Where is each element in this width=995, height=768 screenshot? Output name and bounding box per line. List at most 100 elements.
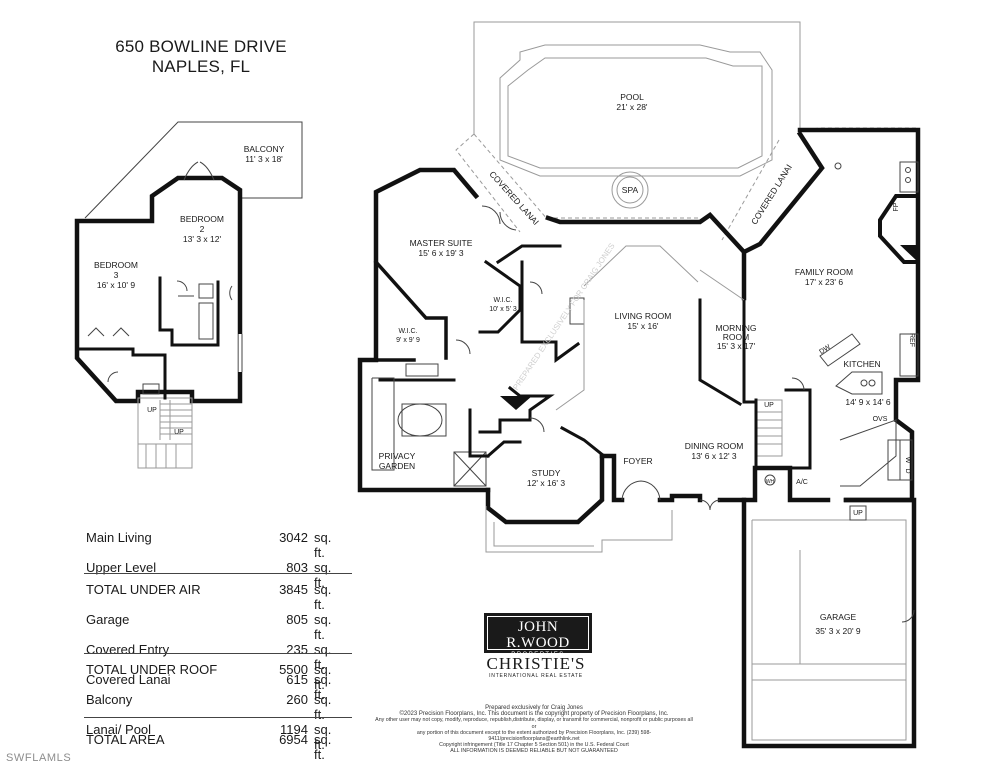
area-label: Garage xyxy=(86,612,130,627)
wic-master-dims: 9' x 9' 9 xyxy=(396,337,420,344)
refrigerator-label: REF xyxy=(908,333,915,347)
master-suite-dims: 15' 6 x 19' 3 xyxy=(418,248,464,258)
privacy-garden-label-2: GARDEN xyxy=(379,461,415,471)
dining-room-label: DINING ROOM xyxy=(685,441,744,451)
area-label: Covered Lanai xyxy=(86,672,171,687)
area-unit: sq. ft. xyxy=(314,662,332,692)
area-value: 6954 xyxy=(279,732,308,747)
area-group-4: TOTAL AREA 6954 sq. ft. xyxy=(86,732,344,762)
area-label: TOTAL UNDER AIR xyxy=(86,582,201,597)
dining-room-dims: 13' 6 x 12' 3 xyxy=(691,451,737,461)
area-row: TOTAL UNDER ROOF 5500 sq. ft. xyxy=(86,662,344,692)
main-stair-up: UP xyxy=(764,402,774,409)
area-value: 803 xyxy=(286,560,308,575)
study-label: STUDY xyxy=(532,468,561,478)
logo-sub-text: PROPERTIES xyxy=(511,652,565,658)
plan-watermark: PREPARED EXCLUSIVELY FOR CRAIG JONES xyxy=(511,241,616,391)
address-line-2: NAPLES, FL xyxy=(151,57,251,76)
upper-stair-up-2: UP xyxy=(174,429,184,436)
bedroom3-dims: 16' x 10' 9 xyxy=(97,280,135,290)
morning-room-label: MORNING xyxy=(715,323,756,333)
family-room-label: FAMILY ROOM xyxy=(795,267,853,277)
living-room-label: LIVING ROOM xyxy=(615,311,672,321)
area-label: TOTAL UNDER ROOF xyxy=(86,662,218,677)
ac-label: A/C xyxy=(796,479,808,486)
area-value: 805 xyxy=(286,612,308,627)
foyer-label: FOYER xyxy=(623,456,652,466)
privacy-garden-label: PRIVACY xyxy=(379,451,416,461)
logo-main-text: JOHN R.WOOD xyxy=(506,619,570,651)
study-dims: 12' x 16' 3 xyxy=(527,478,565,488)
wic-center-label: W.I.C. xyxy=(493,297,512,304)
dishwasher-label: DW xyxy=(818,343,832,356)
credit-line: Any other user may not copy, modify, rep… xyxy=(375,717,693,730)
water-heater-label: WH xyxy=(766,479,775,485)
bedroom3-label: BEDROOM xyxy=(94,260,138,270)
area-row: Garage 805 sq. ft. xyxy=(86,612,344,642)
pool-dims: 21' x 28' xyxy=(616,102,648,112)
area-unit: sq. ft. xyxy=(314,530,332,560)
area-row: TOTAL AREA 6954 sq. ft. xyxy=(86,732,344,762)
balcony-dims: 11' 3 x 18' xyxy=(245,154,283,164)
wic-center-dims: 10' x 5' 3 xyxy=(489,306,517,313)
upper-level-plan xyxy=(74,121,303,469)
area-value: 3845 xyxy=(279,582,308,597)
area-row: Main Living 3042 sq. ft. xyxy=(86,530,344,560)
main-level-plan: PREPARED EXCLUSIVELY FOR CRAIG JONES xyxy=(357,21,921,749)
garage-dims: 35' 3 x 20' 9 xyxy=(815,626,861,636)
credit-line: any portion of this document except to t… xyxy=(416,729,652,743)
area-unit: sq. ft. xyxy=(314,582,332,612)
area-unit: sq. ft. xyxy=(314,732,332,762)
area-group-1: Main Living 3042 sq. ft. Upper Level 803 sq.… xyxy=(86,530,344,590)
area-label: Upper Level xyxy=(86,560,157,575)
bedroom2-number: 2 xyxy=(200,224,205,234)
area-label: TOTAL AREA xyxy=(86,732,165,747)
kitchen-label: KITCHEN xyxy=(843,359,880,369)
kitchen-dims: 14' 9 x 14' 6 xyxy=(845,397,891,407)
area-row: Lanai/ Pool 1194 sq. ft. xyxy=(86,722,344,752)
covered-lanai-left-label: COVERED LANAI xyxy=(487,169,541,227)
pool-label: POOL xyxy=(620,92,644,102)
credit-line: Prepared exclusively for Craig Jones xyxy=(485,705,583,711)
garage-stair-up: UP xyxy=(853,510,863,517)
garage-label: GARAGE xyxy=(820,612,857,622)
morning-room-dims: 15' 3 x 17' xyxy=(717,341,756,351)
credit-line: Copyright infringement (Title 17 Chapter… xyxy=(439,742,629,749)
master-suite-label: MASTER SUITE xyxy=(410,238,473,248)
covered-lanai-right-label: COVERED LANAI xyxy=(749,163,794,227)
ovens-label: OVS xyxy=(873,416,888,423)
wic-master-label: W.I.C. xyxy=(398,328,417,335)
area-label: Lanai/ Pool xyxy=(86,722,152,737)
christies-logo: CHRISTIE'S xyxy=(486,654,586,673)
dryer-label: D xyxy=(904,468,911,473)
area-row: TOTAL UNDER AIR 3845 sq. ft. xyxy=(86,582,344,612)
table-divider xyxy=(84,717,352,718)
fireplace-label: FP xyxy=(893,202,900,211)
christies-subtitle: INTERNATIONAL REAL ESTATE xyxy=(489,673,583,679)
area-label: Main Living xyxy=(86,530,152,545)
area-value: 5500 xyxy=(279,662,308,677)
john-r-wood-logo: JOHN R.WOOD PROPERTIES xyxy=(484,613,592,658)
area-unit: sq. ft. xyxy=(314,560,332,590)
area-value: 1194 xyxy=(280,722,308,737)
area-value: 3042 xyxy=(279,530,308,545)
credit-line: ALL INFORMATION IS DEEMED RELIABLE BUT N… xyxy=(450,748,618,755)
bedroom3-number: 3 xyxy=(114,270,119,280)
table-divider xyxy=(84,653,352,654)
area-unit: sq. ft. xyxy=(314,692,332,722)
copyright-notice: Prepared exclusively for Craig Jones ©20… xyxy=(374,705,694,755)
area-unit: sq. ft. xyxy=(314,612,332,642)
family-room-dims: 17' x 23' 6 xyxy=(805,277,843,287)
area-row: Upper Level 803 sq. ft. xyxy=(86,560,344,590)
bedroom2-label: BEDROOM xyxy=(180,214,224,224)
upper-stair-up-1: UP xyxy=(147,407,157,414)
credit-line: ©2023 Precision Floorplans, Inc. This do… xyxy=(399,711,669,718)
swflamls-watermark: SWFLAMLS xyxy=(6,752,72,764)
morning-room-label-2: ROOM xyxy=(723,332,749,342)
spa-label: SPA xyxy=(622,185,639,195)
table-divider xyxy=(84,573,352,574)
area-unit: sq. ft. xyxy=(314,722,332,752)
